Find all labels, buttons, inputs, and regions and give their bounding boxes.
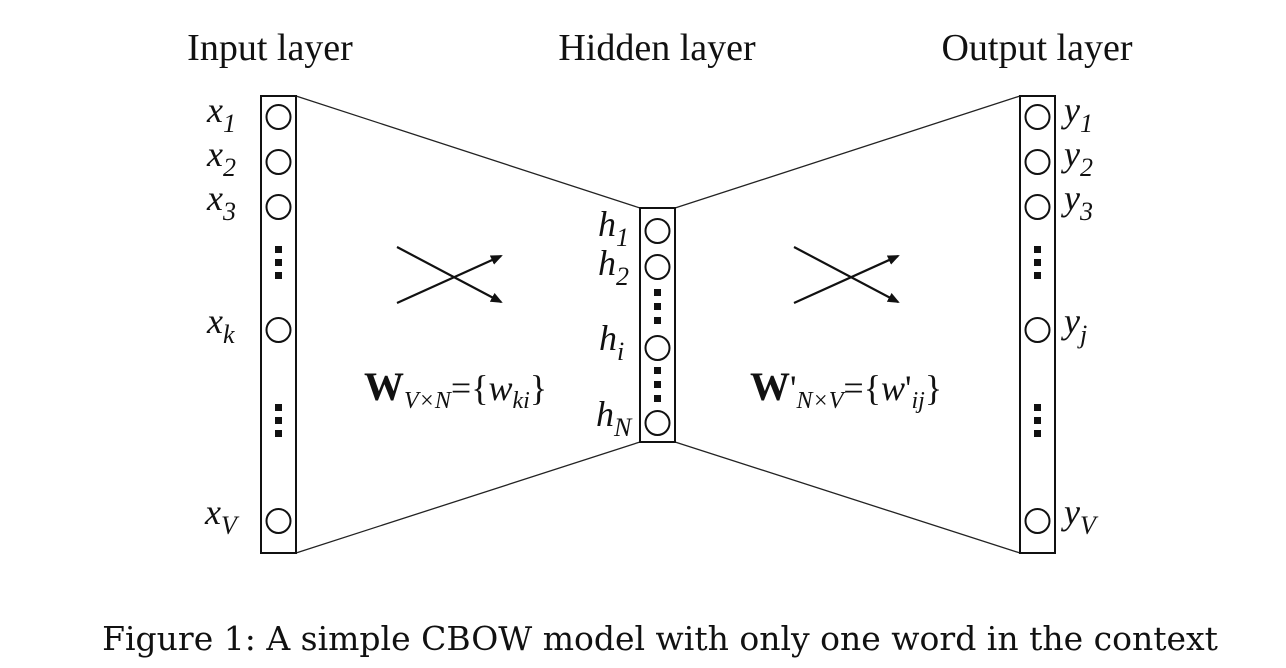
output-node [1024, 508, 1051, 534]
hidden-output-top-line [674, 95, 1021, 209]
input-node-label: x1 [206, 90, 236, 138]
arrow-icon [396, 254, 503, 305]
cross-arrows-right [793, 246, 900, 305]
output-node-label: yj [1061, 301, 1087, 349]
output-layer-box [1019, 95, 1056, 554]
hidden-node [644, 335, 671, 361]
hidden-layer-box [639, 207, 676, 443]
input-node-label: x3 [206, 178, 236, 226]
hidden-node-label: hN [596, 394, 633, 442]
input-node-label: xk [206, 301, 235, 349]
hidden-ellipsis-dots [654, 289, 661, 324]
input-hidden-bottom-line [295, 441, 641, 554]
input-node [265, 317, 292, 343]
output-node [1024, 317, 1051, 343]
input-ellipsis-dots [275, 246, 282, 279]
input-layer-box [260, 95, 297, 554]
output-node [1024, 194, 1051, 220]
arrow-icon [396, 246, 503, 303]
output-node-label: y1 [1061, 90, 1093, 138]
output-node [1024, 104, 1051, 130]
input-node [265, 508, 292, 534]
output-layer-title: Output layer [941, 27, 1132, 69]
input-layer [260, 95, 297, 554]
hidden-layer-title: Hidden layer [558, 27, 756, 69]
hidden-layer [639, 207, 676, 443]
input-node [265, 104, 292, 130]
output-layer [1019, 95, 1056, 554]
output-node-labels: y1 y2 y3 yj yV [1061, 90, 1099, 540]
output-ellipsis-dots [1034, 404, 1041, 437]
output-node-label: y2 [1061, 134, 1093, 182]
input-layer-title: Input layer [187, 27, 353, 69]
input-node [265, 194, 292, 220]
input-hidden-weight-label: WV×N={wki} [364, 364, 547, 414]
hidden-node [644, 410, 671, 436]
arrow-icon [793, 246, 900, 303]
output-ellipsis-dots [1034, 246, 1041, 279]
hidden-node-label: hi [599, 318, 624, 366]
hidden-node [644, 218, 671, 244]
hidden-ellipsis-dots [654, 367, 661, 402]
input-node-label: x2 [206, 134, 236, 182]
hidden-output-weight-label: W'N×V={w'ij} [750, 364, 942, 414]
output-node-label: yV [1061, 492, 1099, 540]
input-node-labels: x1 x2 x3 xk xV [204, 90, 240, 540]
hidden-node-label: h2 [598, 243, 629, 291]
hidden-output-bottom-line [674, 441, 1021, 554]
hidden-node [644, 254, 671, 280]
output-node-label: y3 [1061, 178, 1093, 226]
cross-arrows-left [396, 246, 503, 305]
input-node [265, 149, 292, 175]
hidden-node-label: h1 [598, 204, 629, 252]
figure-caption: Figure 1: A simple CBOW model with only … [102, 619, 1218, 658]
input-node-label: xV [204, 492, 240, 540]
connection-lines [295, 95, 1021, 554]
input-ellipsis-dots [275, 404, 282, 437]
output-node [1024, 149, 1051, 175]
hidden-node-labels: h1 h2 hi hN [596, 204, 633, 442]
input-hidden-top-line [295, 95, 641, 209]
arrow-icon [793, 254, 900, 305]
